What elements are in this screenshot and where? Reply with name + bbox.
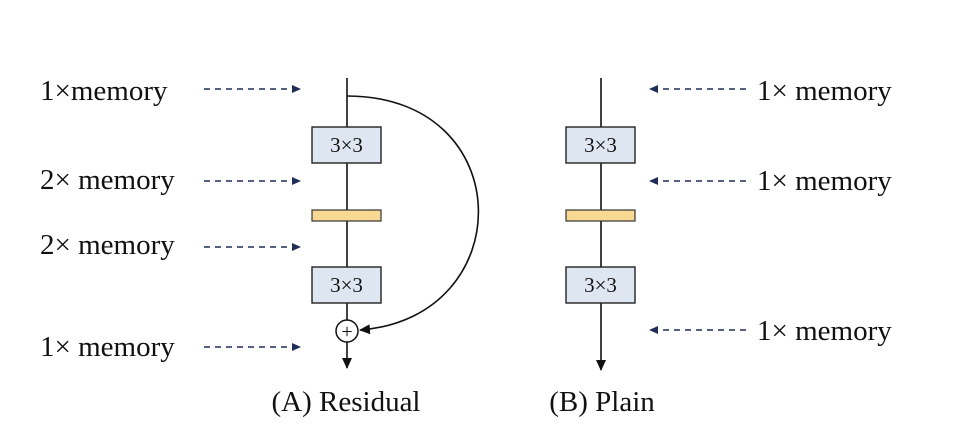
add-node-plus: +	[341, 321, 352, 343]
plain-memory-label-3: 1× memory	[757, 315, 892, 347]
residual-conv2: 3×3	[311, 266, 382, 304]
residual-conv1: 3×3	[311, 126, 382, 164]
plain-memory-label-1: 1× memory	[757, 75, 892, 107]
plain-conv1-label: 3×3	[584, 133, 617, 157]
plain-block: 3×3 3×3 1× memory 1× memory 1× memory (B…	[549, 75, 892, 418]
plain-caption: (B) Plain	[549, 386, 655, 418]
plain-memory-label-2: 1× memory	[757, 165, 892, 197]
residual-conv2-label: 3×3	[330, 273, 363, 297]
residual-memory-label-2: 2× memory	[40, 164, 175, 196]
plain-conv2-label: 3×3	[584, 273, 617, 297]
residual-conv1-label: 3×3	[330, 133, 363, 157]
residual-norm-layer	[311, 209, 382, 222]
plain-norm-layer	[565, 209, 636, 222]
add-node: +	[335, 319, 359, 343]
residual-block: 3×3 3×3 + 1×memory 2× memory 2× memory 1…	[40, 75, 480, 418]
plain-conv2: 3×3	[565, 266, 636, 304]
residual-caption: (A) Residual	[272, 386, 421, 418]
plain-conv1: 3×3	[565, 126, 636, 164]
skip-connection-arc	[346, 95, 480, 335]
residual-memory-label-3: 2× memory	[40, 229, 175, 261]
residual-memory-label-1: 1×memory	[40, 75, 168, 107]
residual-memory-label-4: 1× memory	[40, 331, 175, 363]
